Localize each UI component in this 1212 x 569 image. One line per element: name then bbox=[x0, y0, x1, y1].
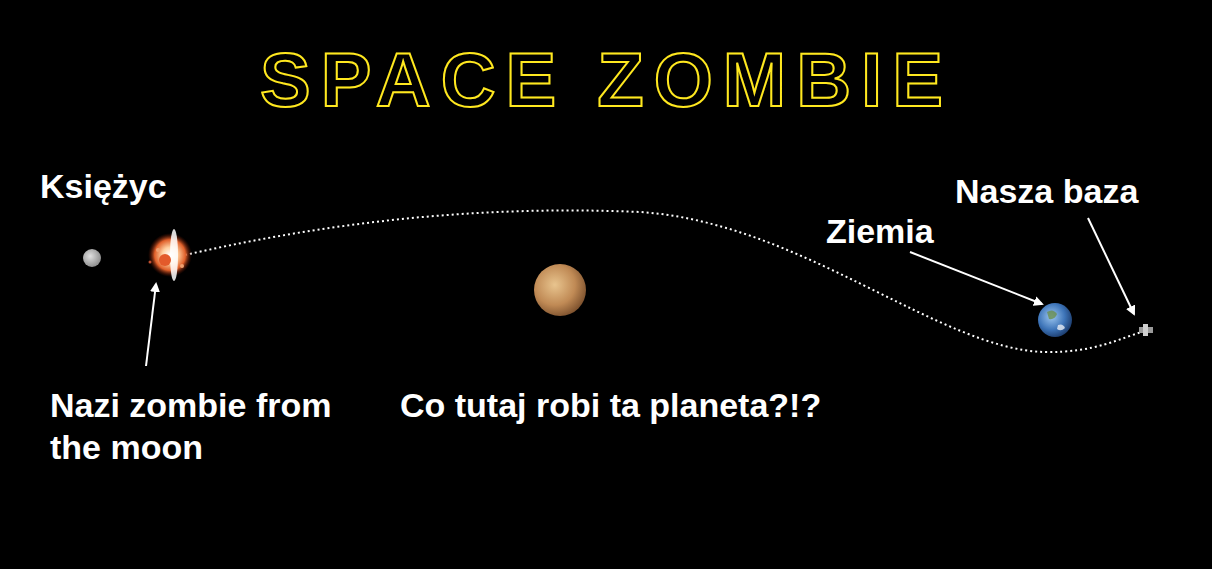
leader-arrow bbox=[146, 284, 156, 366]
moon bbox=[83, 249, 101, 267]
earth-label: Ziemia bbox=[826, 210, 934, 252]
title: SPACE ZOMBIE bbox=[260, 42, 953, 118]
moon-label: Księżyc bbox=[40, 165, 167, 207]
base-label: Nasza baza bbox=[955, 170, 1138, 212]
earth bbox=[1038, 303, 1072, 337]
space-base bbox=[1139, 324, 1153, 336]
trajectory bbox=[185, 210, 1145, 352]
zombie-label: Nazi zombie from the moon bbox=[50, 384, 340, 468]
leader-arrow bbox=[1088, 218, 1134, 314]
planet-label: Co tutaj robi ta planeta?!? bbox=[400, 384, 821, 426]
explosion bbox=[148, 229, 192, 281]
leader-arrow bbox=[910, 252, 1042, 304]
mars bbox=[534, 264, 586, 316]
